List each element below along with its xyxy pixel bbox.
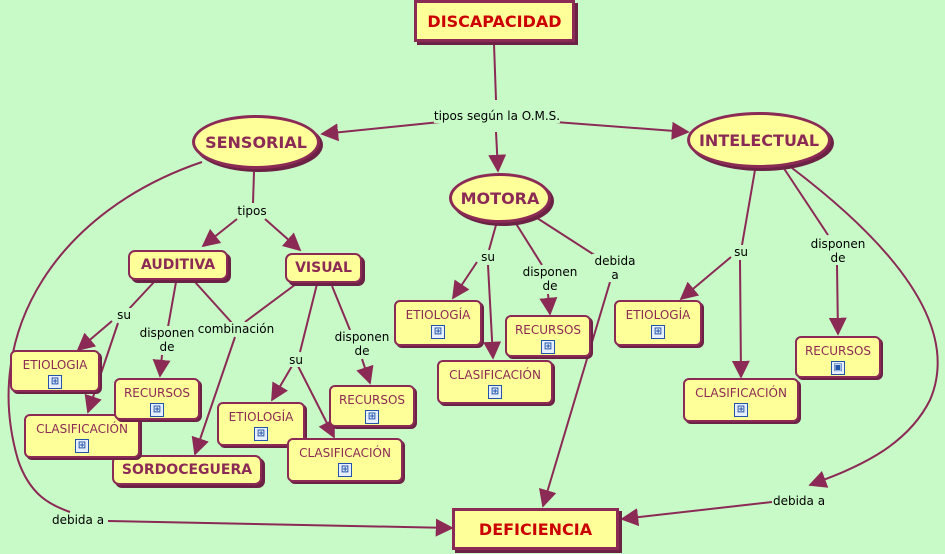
leaf-label: ETIOLOGÍA xyxy=(228,410,294,424)
submap-icon[interactable]: ⊞ xyxy=(338,463,352,477)
concept-visual[interactable]: VISUAL xyxy=(285,253,362,283)
link-label-disponen-auditiva: disponen de xyxy=(139,326,195,354)
image-icon[interactable]: ▣ xyxy=(831,361,845,375)
link-label-tipos: tipos xyxy=(237,204,267,218)
leaf-intelectual-etiologia[interactable]: ETIOLOGÍA ⊞ xyxy=(614,300,702,346)
link-label-disponen-motora: disponen de xyxy=(522,265,578,293)
link-label-disponen-visual: disponen de xyxy=(334,330,390,358)
leaf-auditiva-etiologia[interactable]: ETIOLOGIA ⊞ xyxy=(10,350,100,392)
link-label-debida-sensorial: debida a xyxy=(51,513,105,527)
submap-icon[interactable]: ⊞ xyxy=(488,385,502,399)
leaf-label: ETIOLOGÍA xyxy=(405,308,471,322)
link-label-debida-motora: debida a xyxy=(592,254,638,282)
concept-sensorial[interactable]: SENSORIAL xyxy=(192,115,320,169)
leaf-label: RECURSOS xyxy=(514,323,582,337)
leaf-label: ETIOLOGIA xyxy=(22,358,88,372)
concept-deficiencia[interactable]: DEFICIENCIA xyxy=(452,508,619,550)
leaf-label: RECURSOS xyxy=(123,386,191,400)
leaf-auditiva-recursos[interactable]: RECURSOS ⊞ xyxy=(114,378,200,420)
link-label-su-intelectual: su xyxy=(734,245,748,259)
leaf-label: CLASIFICACIÓN xyxy=(449,368,541,382)
submap-icon[interactable]: ⊞ xyxy=(75,439,89,453)
submap-icon[interactable]: ⊞ xyxy=(734,403,748,417)
concept-sordoceguera[interactable]: SORDOCEGUERA xyxy=(112,455,262,485)
leaf-label: CLASIFICACIÓN xyxy=(299,446,391,460)
leaf-label: CLASIFICACIÓN xyxy=(695,386,787,400)
submap-icon[interactable]: ⊞ xyxy=(431,325,445,339)
concept-auditiva[interactable]: AUDITIVA xyxy=(128,250,228,280)
concept-discapacidad[interactable]: DISCAPACIDAD xyxy=(414,0,575,42)
submap-icon[interactable]: ⊞ xyxy=(651,325,665,339)
submap-icon[interactable]: ⊞ xyxy=(150,403,164,417)
leaf-visual-clasificacion[interactable]: CLASIFICACIÓN ⊞ xyxy=(287,438,403,482)
concept-motora[interactable]: MOTORA xyxy=(449,173,551,223)
submap-icon[interactable]: ⊞ xyxy=(254,427,268,441)
leaf-label: RECURSOS xyxy=(804,344,872,358)
submap-icon[interactable]: ⊞ xyxy=(48,375,62,389)
leaf-motora-clasificacion[interactable]: CLASIFICACIÓN ⊞ xyxy=(437,360,553,404)
leaf-label: CLASIFICACIÓN xyxy=(36,422,128,436)
leaf-motora-etiologia[interactable]: ETIOLOGÍA ⊞ xyxy=(394,300,482,346)
leaf-visual-recursos[interactable]: RECURSOS ⊞ xyxy=(329,385,415,427)
link-label-su-visual: su xyxy=(289,353,303,367)
leaf-label: ETIOLOGÍA xyxy=(625,308,691,322)
leaf-motora-recursos[interactable]: RECURSOS ⊞ xyxy=(505,315,591,357)
leaf-auditiva-clasificacion[interactable]: CLASIFICACIÓN ⊞ xyxy=(24,414,140,458)
link-label-su-auditiva: su xyxy=(117,308,131,322)
link-label-tipos-oms: tipos según la O.M.S. xyxy=(433,109,561,123)
submap-icon[interactable]: ⊞ xyxy=(541,340,555,354)
submap-icon[interactable]: ⊞ xyxy=(365,410,379,424)
leaf-label: RECURSOS xyxy=(338,393,406,407)
link-label-debida-intelectual: debida a xyxy=(772,494,826,508)
link-label-combinacion: combinación xyxy=(197,322,275,336)
link-label-disponen-intelectual: disponen de xyxy=(810,237,866,265)
leaf-intelectual-recursos[interactable]: RECURSOS ▣ xyxy=(795,336,881,378)
concept-intelectual[interactable]: INTELECTUAL xyxy=(687,112,831,168)
link-label-su-motora: su xyxy=(481,250,495,264)
leaf-intelectual-clasificacion[interactable]: CLASIFICACIÓN ⊞ xyxy=(683,378,799,422)
